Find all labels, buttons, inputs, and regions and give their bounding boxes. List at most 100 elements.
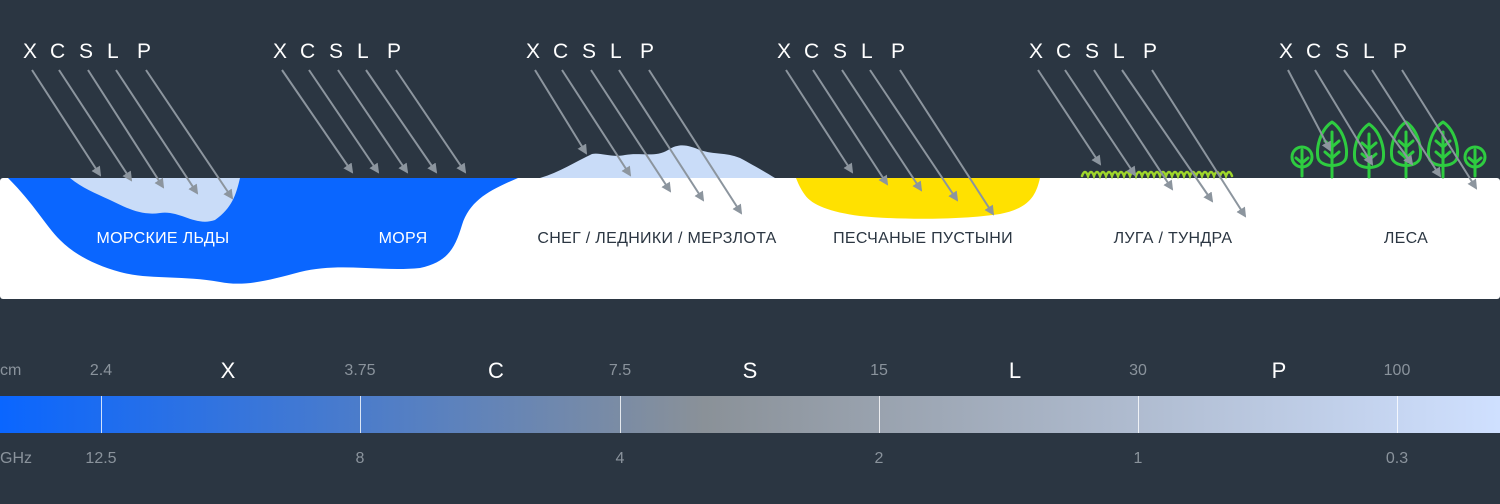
radar-beam-arrow — [899, 69, 995, 216]
radar-beam-arrow — [618, 69, 705, 202]
cm-value: 100 — [1383, 362, 1411, 379]
surface-label-sand: ПЕСЧАНЫЕ ПУСТЫНИ — [833, 230, 1013, 247]
band-letter: X — [23, 40, 38, 63]
radar-beam-arrow — [841, 69, 923, 192]
scale-tick — [101, 396, 102, 433]
band-letter: X — [273, 40, 288, 63]
band-letter: L — [610, 40, 622, 63]
radar-beam-arrow — [1401, 69, 1478, 190]
band-letter: C — [804, 40, 820, 63]
band-letter: X — [1029, 40, 1044, 63]
scale-tick — [1397, 396, 1398, 433]
cm-value: 7.5 — [608, 362, 632, 379]
band-letter: S — [329, 40, 344, 63]
radar-beam-arrow — [1064, 69, 1137, 177]
radar-beam-arrow — [145, 69, 234, 200]
band-letter: S — [582, 40, 597, 63]
wavelength-scale-bar — [0, 396, 1500, 433]
radar-beam-arrow — [1121, 69, 1214, 203]
band-letter: S — [1085, 40, 1100, 63]
ghz-value: 2 — [874, 450, 884, 467]
surface-label-snow: СНЕГ / ЛЕДНИКИ / МЕРЗЛОТА — [537, 230, 777, 247]
radar-beam-arrow — [31, 69, 102, 177]
radar-beam-arrow — [869, 69, 959, 202]
cm-value: 3.75 — [344, 362, 376, 379]
ghz-unit-label: GHz — [0, 450, 32, 467]
ghz-value: 12.5 — [85, 450, 117, 467]
radar-beam-arrow — [308, 69, 380, 174]
grass-tundra — [1080, 170, 1234, 180]
tree-icon — [1463, 145, 1487, 178]
surface-label-sea-ice: МОРСКИЕ ЛЬДЫ — [96, 230, 230, 247]
radar-beam-arrow — [58, 69, 133, 182]
ghz-value: 8 — [355, 450, 365, 467]
band-letter: C — [300, 40, 316, 63]
radar-beam-arrow — [395, 69, 467, 174]
band-letter: C — [50, 40, 66, 63]
radar-beam-arrow — [648, 69, 743, 215]
radar-beam-arrow — [87, 69, 165, 189]
scale-band-letter: L — [1008, 358, 1022, 383]
scale-tick — [879, 396, 880, 433]
band-letter: L — [1363, 40, 1375, 63]
radar-beam-arrow — [1093, 69, 1174, 191]
band-letter: P — [1143, 40, 1158, 63]
radar-arrows — [31, 69, 1478, 218]
band-letter: S — [79, 40, 94, 63]
scale-band-letter: C — [488, 358, 504, 383]
ghz-value: 1 — [1133, 450, 1143, 467]
band-letter: S — [1335, 40, 1350, 63]
band-letter: P — [1393, 40, 1408, 63]
band-letter: L — [357, 40, 369, 63]
cm-value: 2.4 — [89, 362, 113, 379]
cm-value: 30 — [1129, 362, 1147, 379]
forest — [1290, 120, 1487, 179]
radar-beam-arrow — [1037, 69, 1102, 166]
sand-desert — [796, 178, 1040, 219]
radar-beam-arrow — [1343, 69, 1414, 166]
scale-tick — [360, 396, 361, 433]
radar-beam-arrow — [281, 69, 354, 174]
scale-tick — [620, 396, 621, 433]
cm-unit-label: cm — [0, 362, 22, 379]
snow-glacier — [540, 145, 775, 178]
band-letter: S — [833, 40, 848, 63]
band-letter: P — [137, 40, 152, 63]
radar-beam-arrow — [534, 69, 588, 155]
band-letter: P — [640, 40, 655, 63]
scale-tick — [1138, 396, 1139, 433]
radar-beam-arrow — [785, 69, 854, 174]
cm-value: 15 — [870, 362, 888, 379]
band-letter: P — [891, 40, 906, 63]
band-letter: X — [777, 40, 792, 63]
radar-beam-arrow — [1151, 69, 1247, 218]
tree-icon — [1290, 145, 1314, 178]
radar-beam-arrow — [590, 69, 672, 193]
band-letter: L — [861, 40, 873, 63]
tree-icon — [1316, 120, 1348, 179]
scale-band-letter: X — [220, 358, 236, 383]
band-letter: C — [1056, 40, 1072, 63]
surface-label-grass: ЛУГА / ТУНДРА — [1113, 230, 1233, 247]
radar-beam-arrow — [337, 69, 409, 174]
scale-band-letter: S — [742, 358, 758, 383]
ghz-value: 0.3 — [1385, 450, 1409, 467]
band-letter: L — [107, 40, 119, 63]
radar-beam-arrow — [561, 69, 632, 177]
surface-label-seas: МОРЯ — [378, 230, 428, 247]
band-letter: P — [387, 40, 402, 63]
tree-icon — [1353, 122, 1385, 179]
ghz-value: 4 — [615, 450, 625, 467]
band-letter: C — [553, 40, 569, 63]
radar-beam-arrow — [1287, 69, 1331, 152]
band-letter: X — [1279, 40, 1294, 63]
band-letter: L — [1113, 40, 1125, 63]
tree-icon — [1390, 120, 1422, 179]
radar-beam-arrow — [1371, 69, 1442, 178]
tree-icon — [1427, 120, 1459, 179]
band-letter: X — [526, 40, 541, 63]
surface-label-forest: ЛЕСА — [1383, 230, 1429, 247]
band-letter: C — [1306, 40, 1322, 63]
radar-beam-arrow — [1314, 69, 1374, 166]
